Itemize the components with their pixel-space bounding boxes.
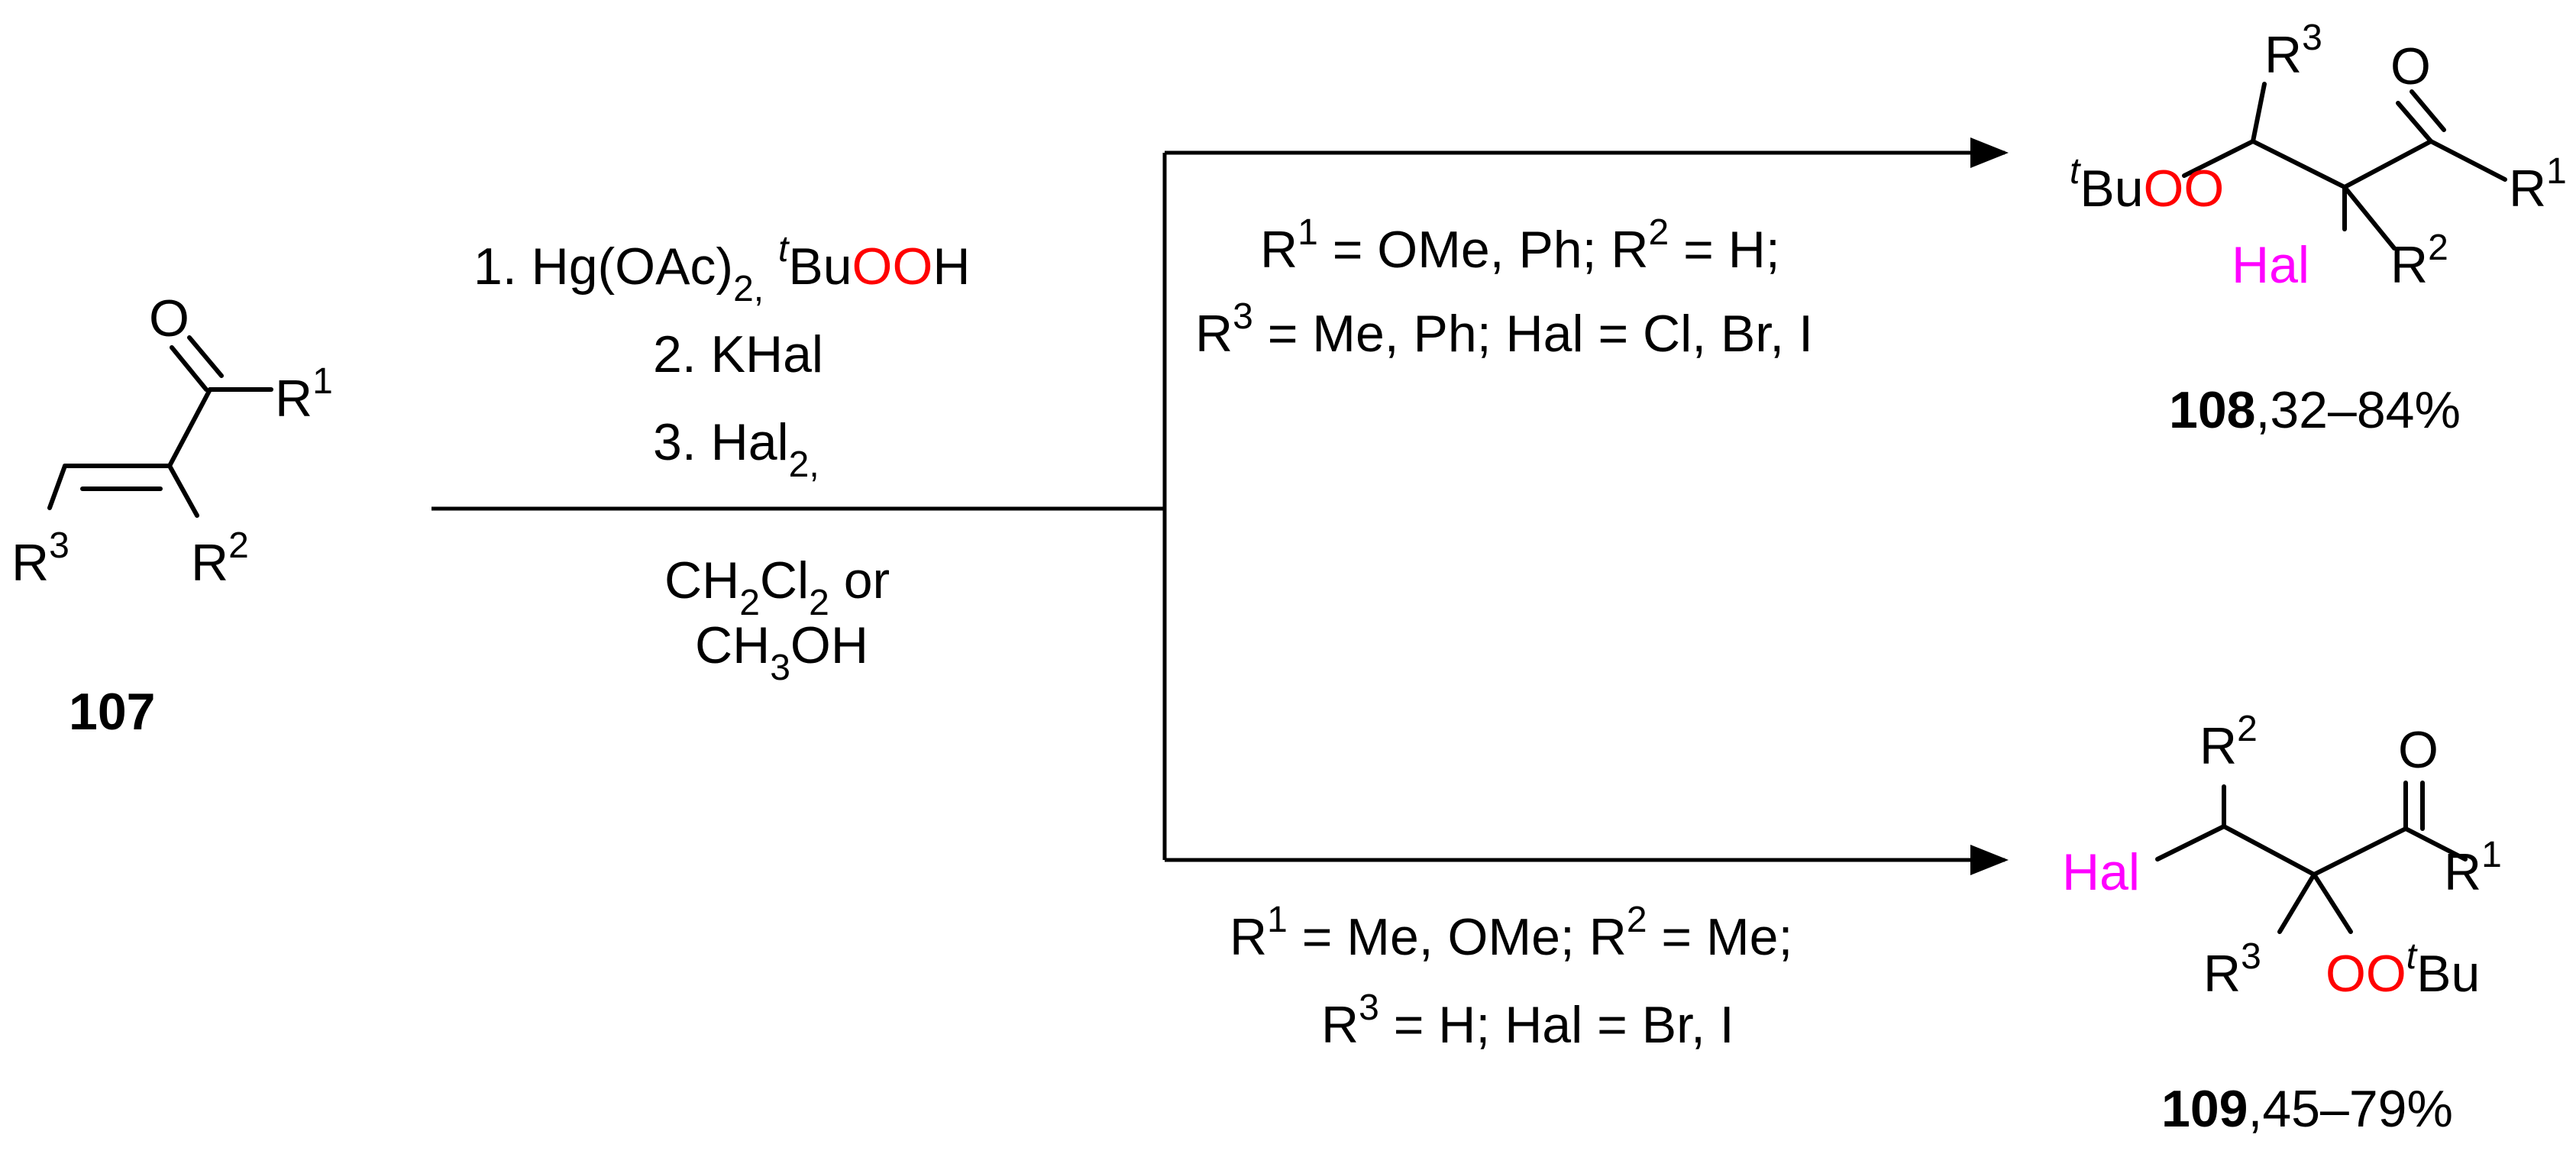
conditions-top-line-2: R3 = Me, Ph; Hal = Cl, Br, I bbox=[1195, 296, 1813, 363]
reagent-step-3: 3. Hal2, bbox=[653, 413, 819, 485]
peroxy-group-108: tBuOO bbox=[2070, 151, 2224, 218]
substituent-r1-108: R1 bbox=[2509, 151, 2567, 218]
substituent-r3-109: R3 bbox=[2203, 936, 2261, 1003]
substituent-r3-108: R3 bbox=[2264, 18, 2322, 84]
compound-109: R2 O Hal R1 R3 OOtBu 109,45–79% bbox=[2062, 709, 2502, 1138]
conditions-top-line-1: R1 = OMe, Ph; R2 = H; bbox=[1260, 212, 1780, 279]
conditions-bottom-line-2: R3 = H; Hal = Br, I bbox=[1321, 988, 1734, 1054]
halogen-108: Hal bbox=[2232, 236, 2309, 294]
substituent-r2-109: R2 bbox=[2199, 709, 2258, 775]
substituent-r3-107: R3 bbox=[11, 525, 69, 592]
carbonyl-oxygen-108: O bbox=[2390, 37, 2431, 95]
halogen-109: Hal bbox=[2062, 843, 2140, 901]
compound-107-bonds bbox=[47, 335, 273, 518]
substituent-r1-107: R1 bbox=[275, 361, 333, 428]
compound-107: O R1 R3 R2 107 bbox=[11, 289, 333, 741]
reagents-block: 1. Hg(OAc)2, tBuOOH 2. KHal 3. Hal2, CH2… bbox=[474, 229, 970, 688]
compound-number-107: 107 bbox=[69, 683, 155, 741]
substituent-r1-109: R1 bbox=[2444, 835, 2502, 901]
substituent-r2-107: R2 bbox=[191, 525, 249, 592]
compound-label-109: 109,45–79% bbox=[2161, 1080, 2453, 1138]
compound-109-bonds bbox=[2155, 781, 2468, 934]
conditions-bottom: R1 = Me, OMe; R2 = Me; R3 = H; Hal = Br,… bbox=[1230, 900, 1792, 1054]
reaction-arrows bbox=[431, 137, 2009, 875]
reagent-step-1: 1. Hg(OAc)2, tBuOOH bbox=[474, 229, 970, 309]
compound-label-108: 108,32–84% bbox=[2169, 381, 2461, 439]
reagent-step-2: 2. KHal bbox=[653, 325, 823, 383]
solvent-line-2: CH3OH bbox=[695, 616, 868, 688]
carbonyl-oxygen-109: O bbox=[2398, 721, 2439, 779]
solvent-line-1: CH2Cl2 or bbox=[664, 551, 890, 623]
compound-108-bonds bbox=[2182, 82, 2507, 251]
conditions-bottom-line-1: R1 = Me, OMe; R2 = Me; bbox=[1230, 900, 1792, 966]
conditions-top: R1 = OMe, Ph; R2 = H; R3 = Me, Ph; Hal =… bbox=[1195, 212, 1813, 363]
peroxy-group-109: OOtBu bbox=[2326, 936, 2480, 1003]
compound-108: tBuOO R3 O R1 Hal R2 108,32–84% bbox=[2070, 18, 2567, 439]
carbonyl-oxygen-107: O bbox=[149, 289, 189, 347]
substituent-r2-108: R2 bbox=[2390, 228, 2448, 294]
